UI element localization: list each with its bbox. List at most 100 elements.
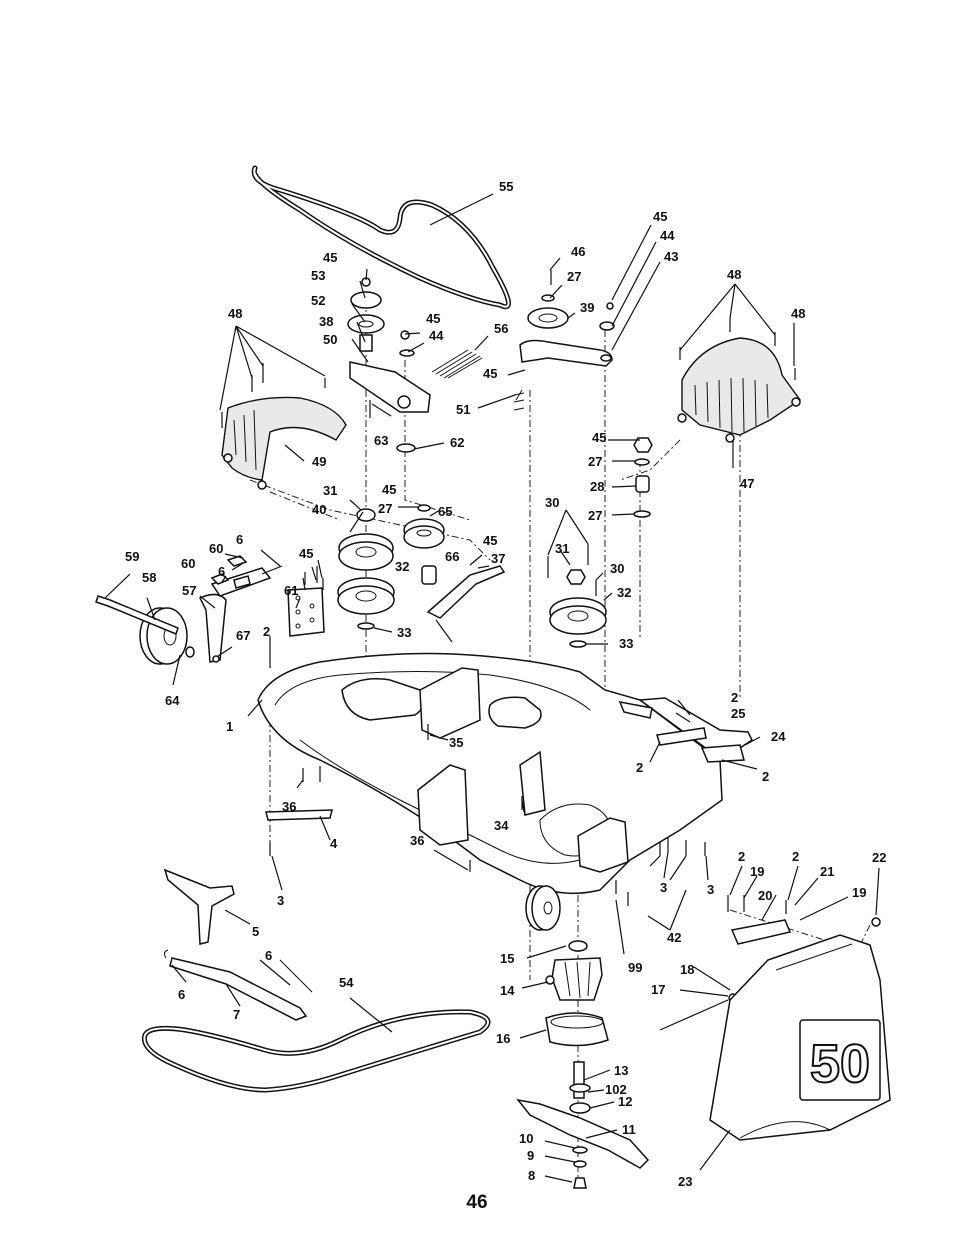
idler-bracket: [350, 362, 430, 452]
callout-19: 19: [750, 864, 764, 879]
callout-58: 58: [142, 570, 156, 585]
callout-45: 45: [323, 250, 337, 265]
callout-6: 6: [178, 987, 185, 1002]
callout-3: 3: [707, 882, 714, 897]
callout-35: 35: [449, 735, 463, 750]
callout-54: 54: [339, 975, 354, 990]
callout-2: 2: [636, 760, 643, 775]
callout-66: 66: [445, 549, 459, 564]
callout-62: 62: [450, 435, 464, 450]
callout-52: 52: [311, 293, 325, 308]
callout-48: 48: [727, 267, 741, 282]
callout-60: 60: [209, 541, 223, 556]
callout-23: 23: [678, 1174, 692, 1189]
callout-37: 37: [491, 551, 505, 566]
callout-45: 45: [483, 366, 497, 381]
callout-49: 49: [312, 454, 326, 469]
callout-11: 11: [622, 1122, 636, 1137]
callout-14: 14: [500, 983, 515, 998]
height-bracket: [288, 566, 324, 636]
callout-2: 2: [731, 690, 738, 705]
callout-31: 31: [323, 483, 337, 498]
callout-45: 45: [653, 209, 667, 224]
callout-6: 6: [218, 564, 225, 579]
callout-34: 34: [494, 818, 509, 833]
idler-arm: [520, 270, 614, 366]
callout-25: 25: [731, 706, 745, 721]
callout-56: 56: [494, 321, 508, 336]
callout-2: 2: [263, 624, 270, 639]
callout-2: 2: [762, 769, 769, 784]
callout-2: 2: [792, 849, 799, 864]
callout-27: 27: [378, 501, 392, 516]
callout-60: 60: [181, 556, 195, 571]
discharge-chute: 50: [710, 935, 890, 1140]
callout-15: 15: [500, 951, 514, 966]
callout-7: 7: [233, 1007, 240, 1022]
deck-size-marking: 50: [810, 1034, 870, 1094]
callout-28: 28: [590, 479, 604, 494]
callout-27: 27: [588, 454, 602, 469]
callout-27: 27: [588, 508, 602, 523]
callout-50: 50: [323, 332, 337, 347]
idler-pulley-small: [348, 278, 414, 356]
callout-36: 36: [282, 799, 296, 814]
callout-48: 48: [228, 306, 242, 321]
callout-27: 27: [567, 269, 581, 284]
callout-63: 63: [374, 433, 388, 448]
rear-gauge-wheel: [526, 886, 560, 930]
callout-21: 21: [820, 864, 834, 879]
callout-46: 46: [571, 244, 585, 259]
callout-59: 59: [125, 549, 139, 564]
upper-drive-belt: [254, 168, 508, 307]
callout-2: 2: [738, 849, 745, 864]
callout-43: 43: [664, 249, 678, 264]
tension-spring: [432, 350, 524, 410]
callout-65: 65: [438, 504, 452, 519]
callout-45: 45: [483, 533, 497, 548]
callout-33: 33: [397, 625, 411, 640]
callout-57: 57: [182, 583, 196, 598]
callout-45: 45: [592, 430, 606, 445]
right-spindle-pulley: [548, 544, 606, 647]
callout-20: 20: [758, 888, 772, 903]
callout-17: 17: [651, 982, 665, 997]
deck-hanger-bracket: [165, 870, 234, 944]
callout-39: 39: [580, 300, 594, 315]
callout-10: 10: [519, 1131, 533, 1146]
callout-61: 61: [284, 583, 298, 598]
callout-6: 6: [236, 532, 243, 547]
callout-45: 45: [299, 546, 313, 561]
callout-44: 44: [429, 328, 444, 343]
spindle-housing: [546, 941, 608, 1046]
callout-4: 4: [330, 836, 338, 851]
right-spacer-stack: [634, 438, 652, 517]
callout-3: 3: [660, 880, 667, 895]
callout-32: 32: [617, 585, 631, 600]
callout-30: 30: [610, 561, 624, 576]
callout-24: 24: [771, 729, 786, 744]
left-belt-guard: [222, 397, 346, 489]
callout-18: 18: [680, 962, 694, 977]
lower-drive-belt: [144, 1012, 488, 1090]
callout-67: 67: [236, 628, 250, 643]
callout-30: 30: [545, 495, 559, 510]
callout-36: 36: [410, 833, 424, 848]
callout-33: 33: [619, 636, 633, 651]
callout-1: 1: [226, 719, 233, 734]
right-belt-guard: [678, 338, 800, 442]
callout-64: 64: [165, 693, 180, 708]
callout-51: 51: [456, 402, 470, 417]
callout-9: 9: [527, 1148, 534, 1163]
callout-45: 45: [382, 482, 396, 497]
mower-deck: [258, 654, 752, 894]
center-idler-arm: [422, 566, 504, 618]
page-number: 46: [0, 1192, 954, 1214]
callout-42: 42: [667, 930, 681, 945]
callout-8: 8: [528, 1168, 535, 1183]
callout-31: 31: [555, 541, 569, 556]
callout-47: 47: [740, 476, 754, 491]
callout-12: 12: [618, 1094, 632, 1109]
callout-45: 45: [426, 311, 440, 326]
